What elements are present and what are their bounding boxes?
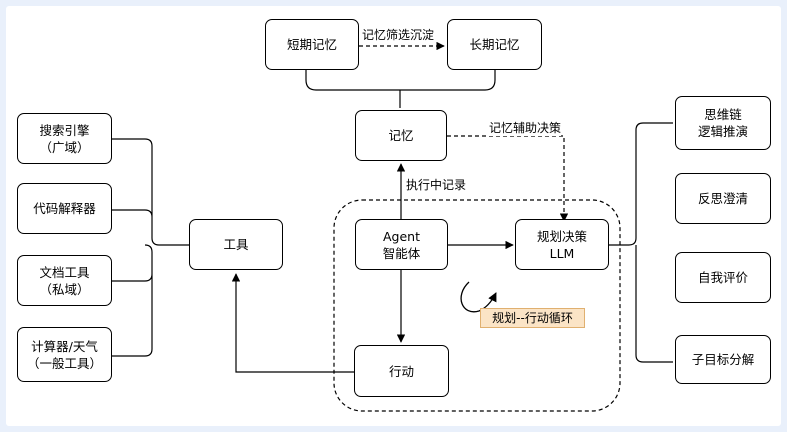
reflection-node: 反思澄清 (675, 173, 771, 224)
edge-tool-bracket (112, 138, 189, 357)
tools-node: 工具 (189, 219, 283, 270)
search-engine-node: 搜索引擎 （广域） (17, 113, 112, 164)
record-during-execution-label: 执行中记录 (406, 177, 467, 193)
chain-of-thought-node: 思维链 逻辑推演 (675, 96, 771, 150)
calculator-weather-node: 计算器/天气 （一般工具） (17, 327, 112, 382)
planning-llm-node: 规划决策 LLM (515, 219, 609, 270)
memory-assist-label: 记忆辅助决策 (489, 120, 562, 136)
doc-tool-node: 文档工具 （私域） (17, 255, 112, 306)
connector-layer (112, 41, 673, 412)
loop-swirl-icon (460, 281, 497, 313)
edge-action-to-tools (231, 273, 354, 373)
memory-node: 记忆 (355, 110, 447, 161)
action-node: 行动 (354, 345, 449, 397)
edge-memory-to-planning (447, 135, 569, 222)
agent-loop-group (333, 199, 621, 412)
self-evaluation-node: 自我评价 (675, 252, 771, 303)
edge-capability-bracket (609, 122, 673, 363)
edge-memory-bracket (305, 70, 496, 108)
diagram-canvas: 短期记忆 长期记忆 记忆 搜索引擎 （广域） 代码解释器 文档工具 （私域） 计… (6, 6, 781, 426)
subgoal-decomposition-node: 子目标分解 (675, 335, 771, 384)
short-term-memory-node: 短期记忆 (265, 19, 359, 70)
long-term-memory-node: 长期记忆 (447, 19, 542, 70)
planning-action-loop-tag: 规划--行动循环 (480, 308, 585, 328)
code-interpreter-node: 代码解释器 (17, 183, 112, 234)
memory-filter-label: 记忆筛选沉淀 (362, 27, 435, 43)
agent-node: Agent 智能体 (355, 219, 448, 270)
